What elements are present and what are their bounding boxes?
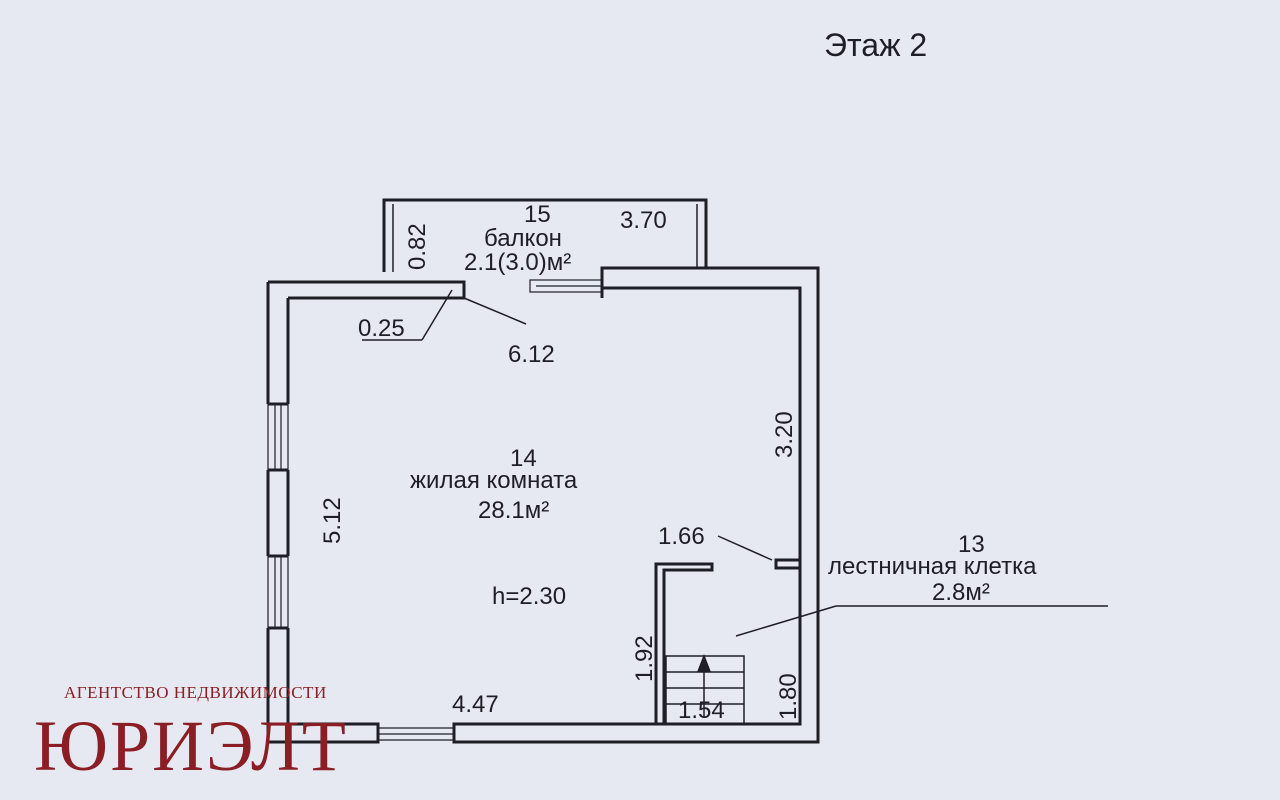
balcony-outline [382, 198, 708, 272]
stair-name: лестничная клетка [828, 553, 1037, 580]
leader-lines [362, 289, 1108, 637]
dim-stair-right: 1.80 [775, 673, 802, 720]
stair-area: 2.8м² [932, 579, 990, 606]
balcony-width: 3.70 [620, 207, 667, 234]
balcony-number: 15 [524, 201, 551, 228]
balcony-name: балкон [484, 225, 562, 252]
dim-room-width: 6.12 [508, 341, 555, 368]
dim-right-upper: 3.20 [771, 411, 798, 458]
dim-wall-thickness: 0.25 [358, 315, 405, 342]
balcony-door [529, 279, 603, 293]
watermark-brand: ЮРИЭЛТ [34, 706, 348, 786]
bottom-window [378, 727, 454, 741]
left-windows [266, 402, 290, 630]
ceiling-height: h=2.30 [492, 583, 566, 610]
stairs [665, 654, 745, 724]
dim-stair-run: 1.54 [678, 697, 725, 724]
dim-stair-width: 1.66 [658, 523, 705, 550]
floor-title: Этаж 2 [824, 27, 927, 63]
dim-stair-left: 1.92 [631, 635, 658, 682]
stair-arrow-icon [697, 654, 711, 672]
watermark-subtitle: АГЕНТСТВО НЕДВИЖИМОСТИ [64, 683, 327, 702]
balcony-depth: 0.82 [404, 223, 431, 270]
stair-walls [654, 558, 802, 724]
living-name: жилая комната [410, 467, 578, 494]
dim-bottom: 4.47 [452, 691, 499, 718]
dim-room-length: 5.12 [319, 497, 346, 544]
living-area: 28.1м² [478, 497, 549, 524]
room-walls [266, 266, 820, 744]
living-number: 14 [510, 445, 537, 472]
stair-number: 13 [958, 531, 985, 558]
balcony-area: 2.1(3.0)м² [464, 249, 571, 276]
